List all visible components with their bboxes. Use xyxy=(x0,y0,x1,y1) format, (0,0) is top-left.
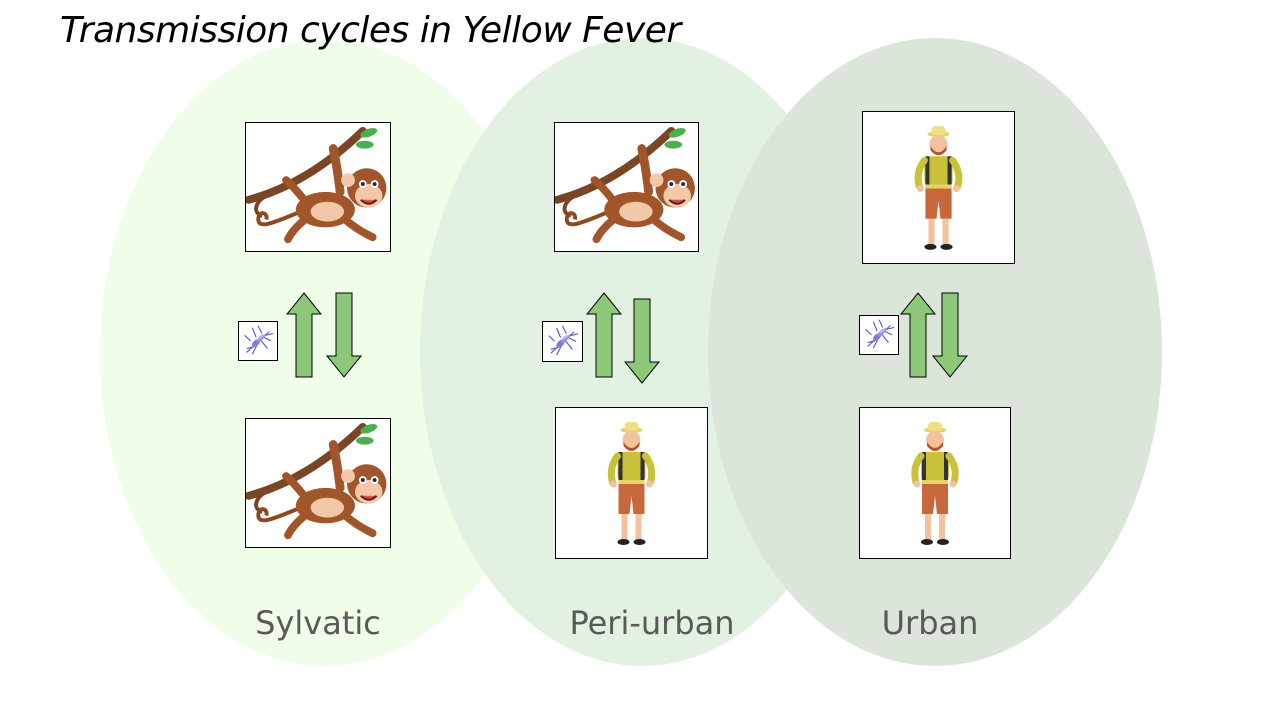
urban-label: Urban xyxy=(881,604,979,642)
arrow-up-icon xyxy=(900,292,936,378)
arrow-down-icon xyxy=(624,298,660,384)
mosquito-icon xyxy=(542,321,583,362)
monkey-icon xyxy=(245,418,391,548)
arrow-down-icon xyxy=(932,292,968,378)
human-icon xyxy=(859,407,1011,559)
arrow-up-icon xyxy=(586,292,622,378)
monkey-icon xyxy=(245,122,391,252)
mosquito-icon xyxy=(859,315,899,355)
human-icon xyxy=(555,407,708,559)
mosquito-icon xyxy=(238,321,278,361)
periurban-label: Peri-urban xyxy=(569,604,735,642)
arrow-down-icon xyxy=(326,292,362,378)
monkey-icon xyxy=(554,122,699,252)
sylvatic-label: Sylvatic xyxy=(255,604,381,642)
diagram-title: Transmission cycles in Yellow Fever xyxy=(60,10,681,51)
arrow-up-icon xyxy=(286,292,322,378)
human-icon xyxy=(862,111,1015,264)
